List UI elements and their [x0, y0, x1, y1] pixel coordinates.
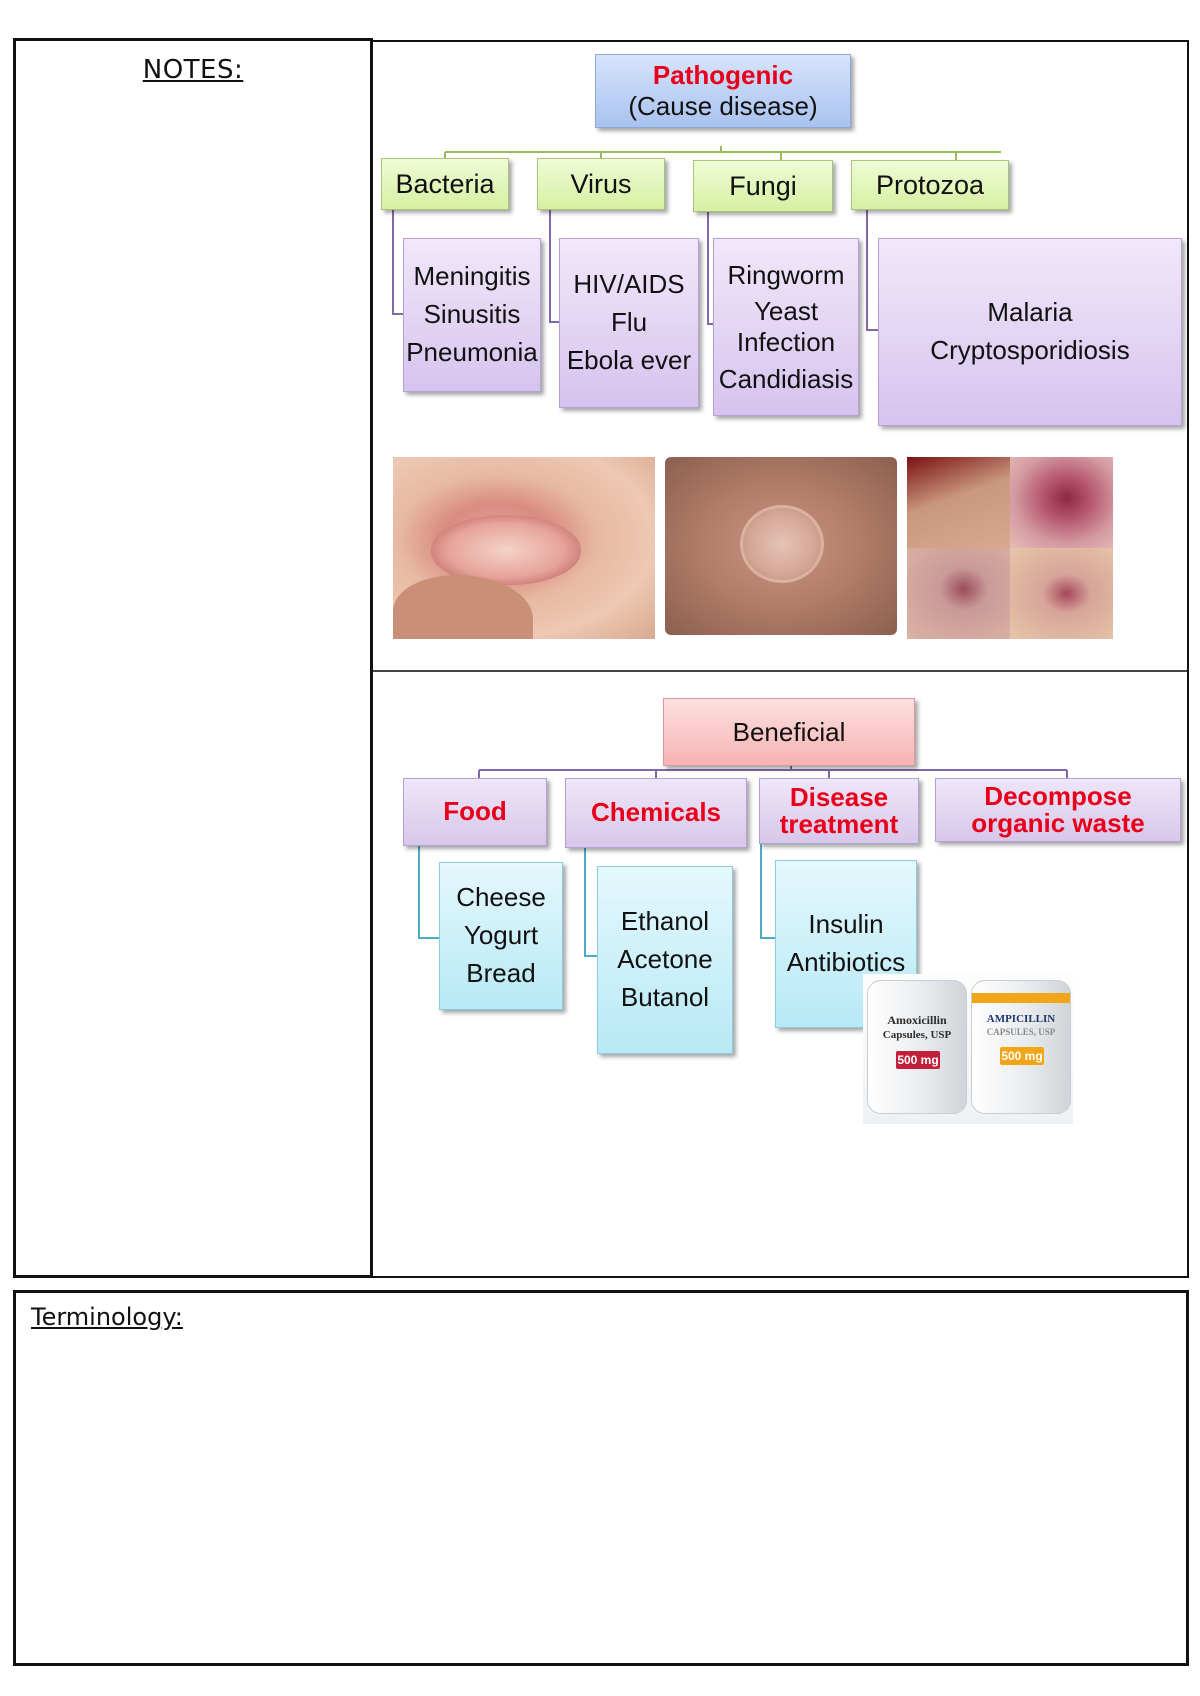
beneficial-title: Beneficial	[732, 716, 846, 747]
category-virus-label: Virus	[570, 168, 632, 199]
category-protozoa: Protozoa	[851, 160, 1009, 210]
example-item: Sinusitis	[423, 299, 521, 330]
category-disease-treatment-label-2: treatment	[779, 809, 899, 839]
pathogenic-slide: Pathogenic (Cause disease) Bacteria Viru…	[373, 42, 1187, 670]
example-item: Flu	[610, 307, 648, 338]
chemicals-examples: Ethanol Acetone Butanol	[597, 866, 733, 1054]
example-item: Yogurt	[463, 920, 539, 951]
example-item: Insulin	[808, 909, 884, 940]
category-fungi: Fungi	[693, 160, 833, 212]
virus-examples: HIV/AIDS Flu Ebola ever	[559, 238, 699, 408]
oral-thrush-photo	[393, 457, 655, 639]
example-item: Ringworm	[727, 259, 845, 290]
example-item: Butanol	[620, 981, 710, 1012]
example-item: Infection	[736, 327, 836, 357]
example-item: Malaria	[987, 297, 1073, 328]
category-decompose-label-1: Decompose	[984, 780, 1132, 811]
pathogenic-title: Pathogenic	[652, 60, 794, 90]
category-food-label: Food	[443, 796, 507, 827]
category-decompose: Decompose organic waste	[935, 778, 1181, 842]
category-bacteria-label: Bacteria	[395, 168, 495, 199]
category-disease-treatment-label-1: Disease	[789, 781, 889, 812]
category-disease-treatment: Disease treatment	[759, 778, 919, 844]
category-virus: Virus	[537, 158, 665, 210]
category-chemicals-label: Chemicals	[590, 797, 722, 828]
category-protozoa-label: Protozoa	[875, 169, 985, 200]
slide-divider	[373, 670, 1187, 672]
ringworm-photo	[665, 457, 897, 635]
fungi-examples: Ringworm Yeast Infection Candidiasis	[713, 238, 859, 416]
antibiotic-bottles-photo: Amoxicillin Capsules, USP 500 mg AMPICIL…	[863, 974, 1073, 1124]
terminology-panel: Terminology:	[13, 1290, 1189, 1666]
terminology-heading: Terminology:	[31, 1303, 183, 1331]
notes-heading: NOTES:	[142, 55, 244, 85]
beneficial-slide: Beneficial Food Chemicals Disease treatm…	[373, 674, 1187, 1276]
example-item: Cryptosporidiosis	[930, 335, 1130, 365]
pathogenic-subtitle: (Cause disease)	[628, 91, 818, 121]
category-decompose-label-2: organic waste	[971, 808, 1145, 838]
example-item: HIV/AIDS	[573, 269, 685, 300]
category-chemicals: Chemicals	[565, 778, 747, 848]
notes-panel: NOTES:	[13, 38, 373, 1278]
example-item: Acetone	[617, 944, 713, 975]
amoxicillin-dose: 500 mg	[896, 1051, 940, 1069]
pathogenic-root: Pathogenic (Cause disease)	[595, 54, 851, 128]
example-item: Ebola ever	[566, 344, 692, 375]
bacteria-examples: Meningitis Sinusitis Pneumonia	[403, 238, 541, 392]
example-item: Ethanol	[620, 906, 710, 937]
example-item: Candidiasis	[718, 363, 854, 394]
category-fungi-label: Fungi	[729, 170, 797, 201]
example-item: Yeast	[753, 296, 819, 327]
amoxicillin-label: Amoxicillin	[887, 1013, 947, 1027]
category-bacteria: Bacteria	[381, 158, 509, 210]
amoxicillin-bottle: Amoxicillin Capsules, USP 500 mg	[867, 980, 967, 1114]
category-food: Food	[403, 778, 547, 846]
malaria-bites-photo	[907, 457, 1113, 639]
amoxicillin-sublabel: Capsules, USP	[882, 1029, 952, 1041]
example-item: Meningitis	[413, 261, 531, 292]
ampicillin-dose: 500 mg	[1000, 1047, 1044, 1065]
ampicillin-label: AMPICILLIN	[986, 1013, 1056, 1025]
beneficial-root: Beneficial	[663, 698, 915, 766]
slides-panel: Pathogenic (Cause disease) Bacteria Viru…	[371, 40, 1189, 1278]
example-item: Antibiotics	[786, 947, 906, 977]
ampicillin-sublabel: CAPSULES, USP	[986, 1027, 1056, 1037]
food-examples: Cheese Yogurt Bread	[439, 862, 563, 1010]
example-item: Cheese	[456, 882, 546, 913]
protozoa-examples: Malaria Cryptosporidiosis	[878, 238, 1182, 426]
example-item: Bread	[466, 957, 536, 988]
example-item: Pneumonia	[406, 336, 538, 367]
ampicillin-bottle: AMPICILLIN CAPSULES, USP 500 mg	[971, 980, 1071, 1114]
